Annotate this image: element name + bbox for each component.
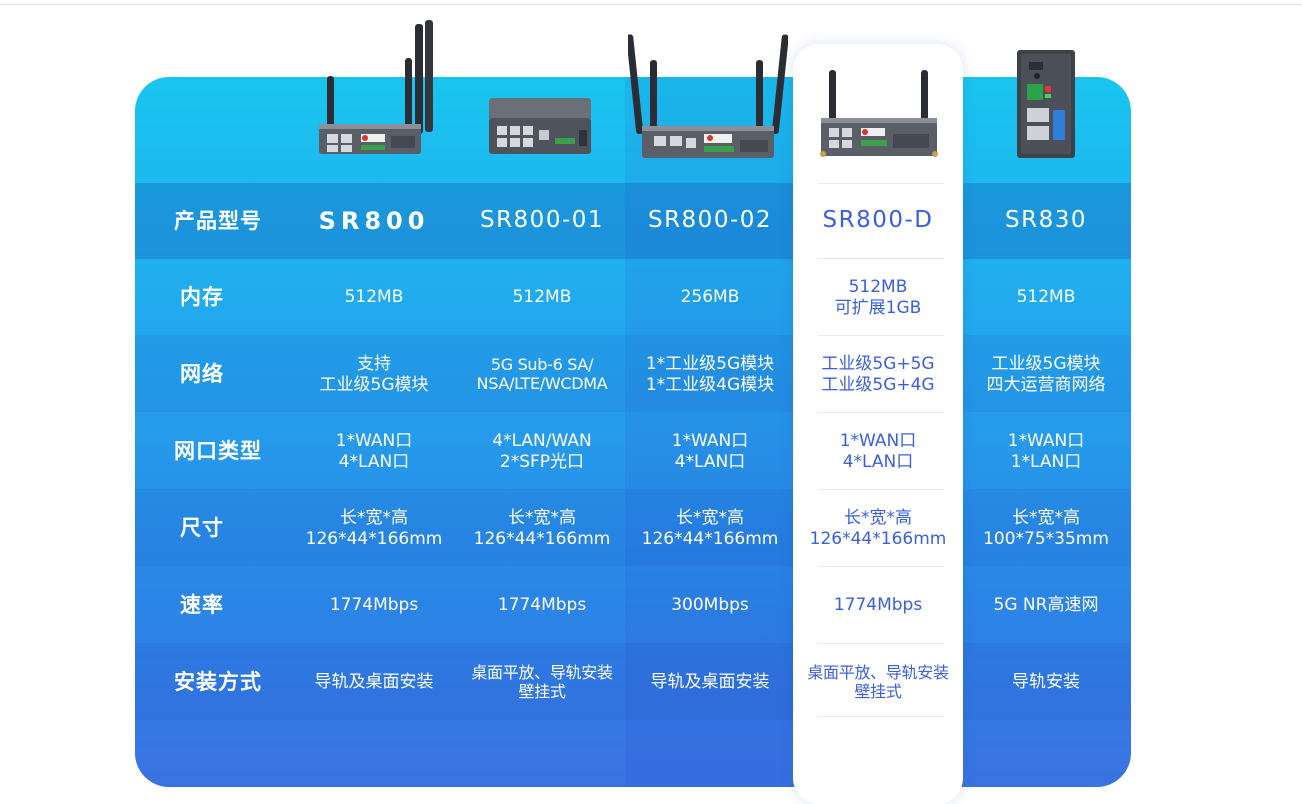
row-label-rate: 速率 bbox=[180, 593, 224, 618]
highlight-card-sr800-d bbox=[793, 44, 963, 804]
router-box-no-antenna-icon bbox=[489, 98, 591, 154]
model-sr830: SR830 bbox=[1005, 207, 1087, 234]
install-sr800-02: 导轨及桌面安装 bbox=[650, 672, 770, 693]
install-sr830: 导轨安装 bbox=[1012, 672, 1080, 693]
rate-sr800-02: 300Mbps bbox=[671, 595, 749, 616]
model-sr800-02: SR800-02 bbox=[647, 207, 773, 234]
5g-router-4-antenna-icon bbox=[628, 34, 788, 158]
model-sr800: SR800 bbox=[318, 206, 430, 235]
card-separator bbox=[818, 566, 944, 567]
card-separator bbox=[818, 335, 944, 336]
network-sr830: 工业级5G模块四大运营商网络 bbox=[986, 354, 1106, 395]
router-image-sr830 bbox=[1000, 46, 1090, 160]
rate-sr800: 1774Mbps bbox=[329, 595, 419, 616]
card-separator bbox=[818, 258, 944, 259]
row-band-network bbox=[135, 335, 1131, 412]
memory-sr800-01: 512MB bbox=[512, 287, 572, 308]
memory-sr800: 512MB bbox=[344, 287, 404, 308]
row-label-memory: 内存 bbox=[180, 285, 224, 310]
row-label-model: 产品型号 bbox=[174, 208, 262, 233]
comparison-panel bbox=[135, 77, 1131, 787]
5g-router-4-antenna-icon bbox=[319, 20, 433, 154]
header-row-band bbox=[135, 183, 1131, 259]
install-sr800-d: 桌面平放、导轨安装壁挂式 bbox=[807, 662, 949, 701]
din-rail-router-icon bbox=[1017, 50, 1075, 158]
row-band-size bbox=[135, 489, 1131, 566]
card-separator bbox=[818, 183, 944, 184]
column-tint bbox=[625, 77, 793, 787]
row-label-network: 网络 bbox=[180, 362, 224, 387]
install-sr800-01: 桌面平放、导轨安装壁挂式 bbox=[471, 662, 613, 701]
router-image-sr800-01 bbox=[470, 80, 610, 160]
network-sr800-01: 5G Sub-6 SA/NSA/LTE/WCDMA bbox=[476, 354, 608, 393]
card-separator bbox=[818, 643, 944, 644]
router-image-sr800-d bbox=[806, 62, 950, 160]
rate-sr830: 5G NR高速网 bbox=[993, 595, 1099, 616]
row-label-size: 尺寸 bbox=[180, 516, 224, 541]
card-separator bbox=[818, 489, 944, 490]
router-image-sr800-02 bbox=[628, 30, 788, 160]
network-sr800: 支持工业级5G模块 bbox=[319, 354, 429, 395]
top-divider bbox=[0, 4, 1302, 5]
row-band-install bbox=[135, 643, 1131, 720]
memory-sr830: 512MB bbox=[1016, 287, 1076, 308]
model-sr800-d: SR800-D bbox=[822, 207, 934, 234]
rate-sr800-01: 1774Mbps bbox=[497, 595, 587, 616]
memory-sr800-02: 256MB bbox=[680, 287, 740, 308]
row-label-ports: 网口类型 bbox=[174, 439, 262, 464]
install-sr800: 导轨及桌面安装 bbox=[314, 672, 434, 693]
card-separator bbox=[818, 716, 944, 717]
dual-antenna-router-icon bbox=[820, 70, 938, 157]
row-label-install: 安装方式 bbox=[174, 670, 262, 695]
model-sr800-01: SR800-01 bbox=[479, 207, 605, 234]
card-separator bbox=[818, 412, 944, 413]
rate-sr800-d: 1774Mbps bbox=[833, 595, 923, 616]
router-image-sr800 bbox=[300, 18, 460, 158]
